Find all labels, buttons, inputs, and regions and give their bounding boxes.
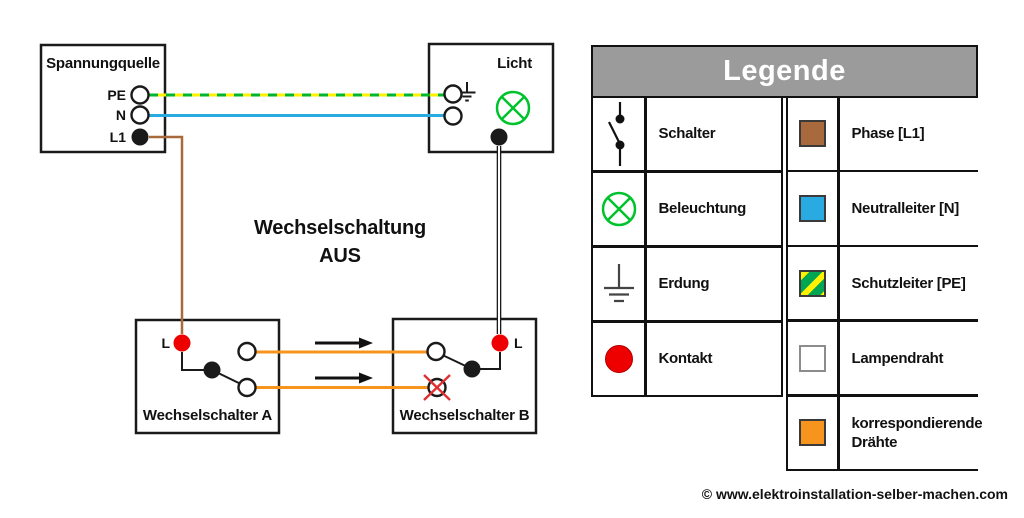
legend-label: Neutralleiter [N] [839,172,987,245]
switch-a-contact-dot [173,334,191,352]
circuit-state-title: Wechselschaltung AUS [230,214,450,270]
terminal-label-pe: PE [107,87,126,103]
legend-table-left: Schalter Beleuchtung Erdung Kontakt [591,95,783,397]
legend-label: Phase [L1] [839,97,987,170]
switch-a-terminal-bottom [237,377,257,398]
switch-b-contact-dot [491,334,509,352]
switch-b-pivot [463,360,481,378]
blocked-contact-cross [423,374,451,401]
light-terminal-lamp [490,128,508,146]
source-terminal-l1 [131,128,149,146]
circuit-state-title-line1: Wechselschaltung [253,217,427,239]
switch-a-terminal-top [237,341,257,362]
switch-a-l-label: L [161,335,170,351]
legend-label: korrespondierende Drähte [839,396,987,469]
legend-label: Schutzleiter [PE] [839,247,987,320]
switch-icon [593,97,644,170]
ground-icon [593,247,644,320]
switch-b-box [391,317,538,435]
switch-b-l-label: L [514,335,523,351]
circuit-state-title-line2: AUS [319,245,361,267]
lamp-icon-cross [500,95,526,121]
light-terminal-n [443,106,463,126]
legend-title: Legende [723,55,846,87]
corresponding-swatch [788,396,837,469]
copyright-text: © www.elektroinstallation-selber-machen.… [701,486,1008,502]
source-terminal-n [130,105,150,125]
legend-label: Beleuchtung [646,172,781,245]
switch-a-title: Wechselschalter A [142,407,273,424]
direction-arrow-bottom [315,372,373,384]
legend-table-right: Phase [L1] Neutralleiter [N] Schutzleite… [786,95,987,471]
contact-icon [593,322,644,395]
lamp-wire-swatch [788,321,837,395]
phase-wire [149,135,184,334]
lamp-icon [495,90,531,126]
direction-arrow-top [315,337,373,349]
lamp-icon [593,172,644,245]
pe-swatch [788,247,837,320]
terminal-label-n: N [115,107,126,123]
terminal-label-l1: L1 [109,129,126,145]
switch-a-internal-wire [181,352,205,371]
neutral-swatch [788,172,837,245]
legend-header: Legende [591,45,978,98]
light-terminal-pe [443,84,463,104]
switch-b-terminal-top [426,341,446,362]
ground-icon [458,82,476,102]
source-terminal-pe [130,85,150,105]
legend-label: Erdung [646,247,781,320]
switch-b-internal-wire [479,352,501,370]
phase-swatch [788,97,837,170]
switch-a-pivot [203,361,221,379]
legend-label: Kontakt [646,322,781,395]
light-box-title: Licht [497,55,532,72]
legend-label: Schalter [646,97,781,170]
legend-label: Lampendraht [839,321,987,395]
switch-b-title: Wechselschalter B [399,407,530,424]
source-box-title: Spannungquelle [46,55,160,72]
